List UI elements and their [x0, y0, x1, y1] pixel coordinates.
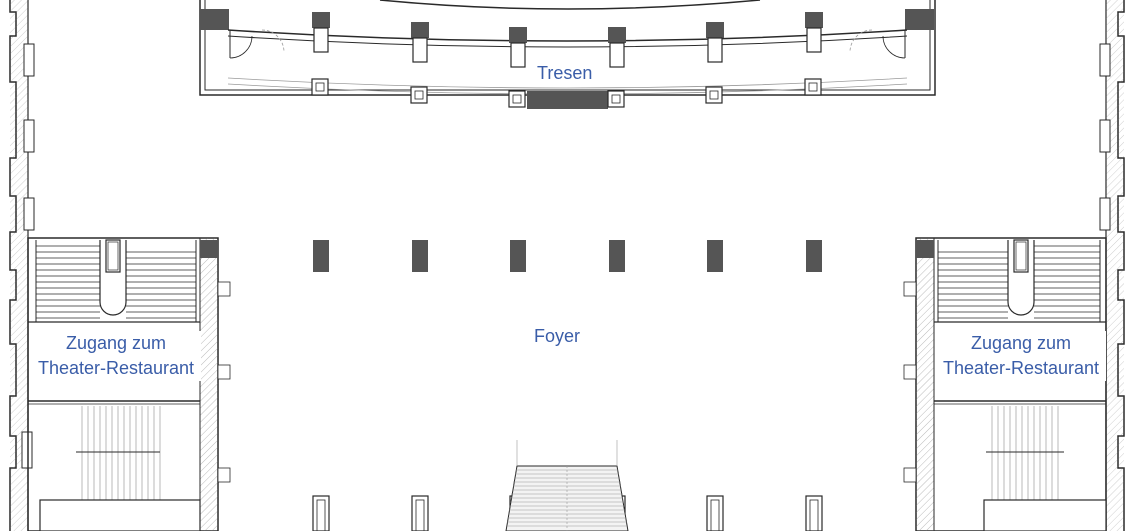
room-label-tresen: Tresen	[535, 61, 595, 86]
right-stair-block	[903, 237, 1107, 531]
room-label-access-right-line2: Theater-Restaurant	[942, 358, 1100, 378]
room-label-foyer-text: Foyer	[534, 326, 581, 346]
room-label-access-left-line2: Theater-Restaurant	[37, 358, 195, 378]
left-stair-block	[27, 237, 231, 531]
bar-column-group	[312, 12, 823, 68]
central-stair	[505, 440, 629, 531]
right-outer-wall	[1099, 0, 1125, 531]
room-label-access-left: Zugang zum Theater-Restaurant	[31, 331, 201, 381]
room-label-access-left-line1: Zugang zum	[65, 333, 167, 353]
left-outer-wall	[9, 0, 35, 531]
room-label-access-right: Zugang zum Theater-Restaurant	[936, 331, 1106, 381]
bar-small-column-group	[311, 78, 822, 108]
room-label-foyer: Foyer	[532, 324, 582, 349]
room-label-access-right-line1: Zugang zum	[970, 333, 1072, 353]
room-label-tresen-text: Tresen	[537, 63, 593, 83]
bar-counter-area	[199, 0, 936, 109]
foyer-column-row	[313, 240, 822, 272]
